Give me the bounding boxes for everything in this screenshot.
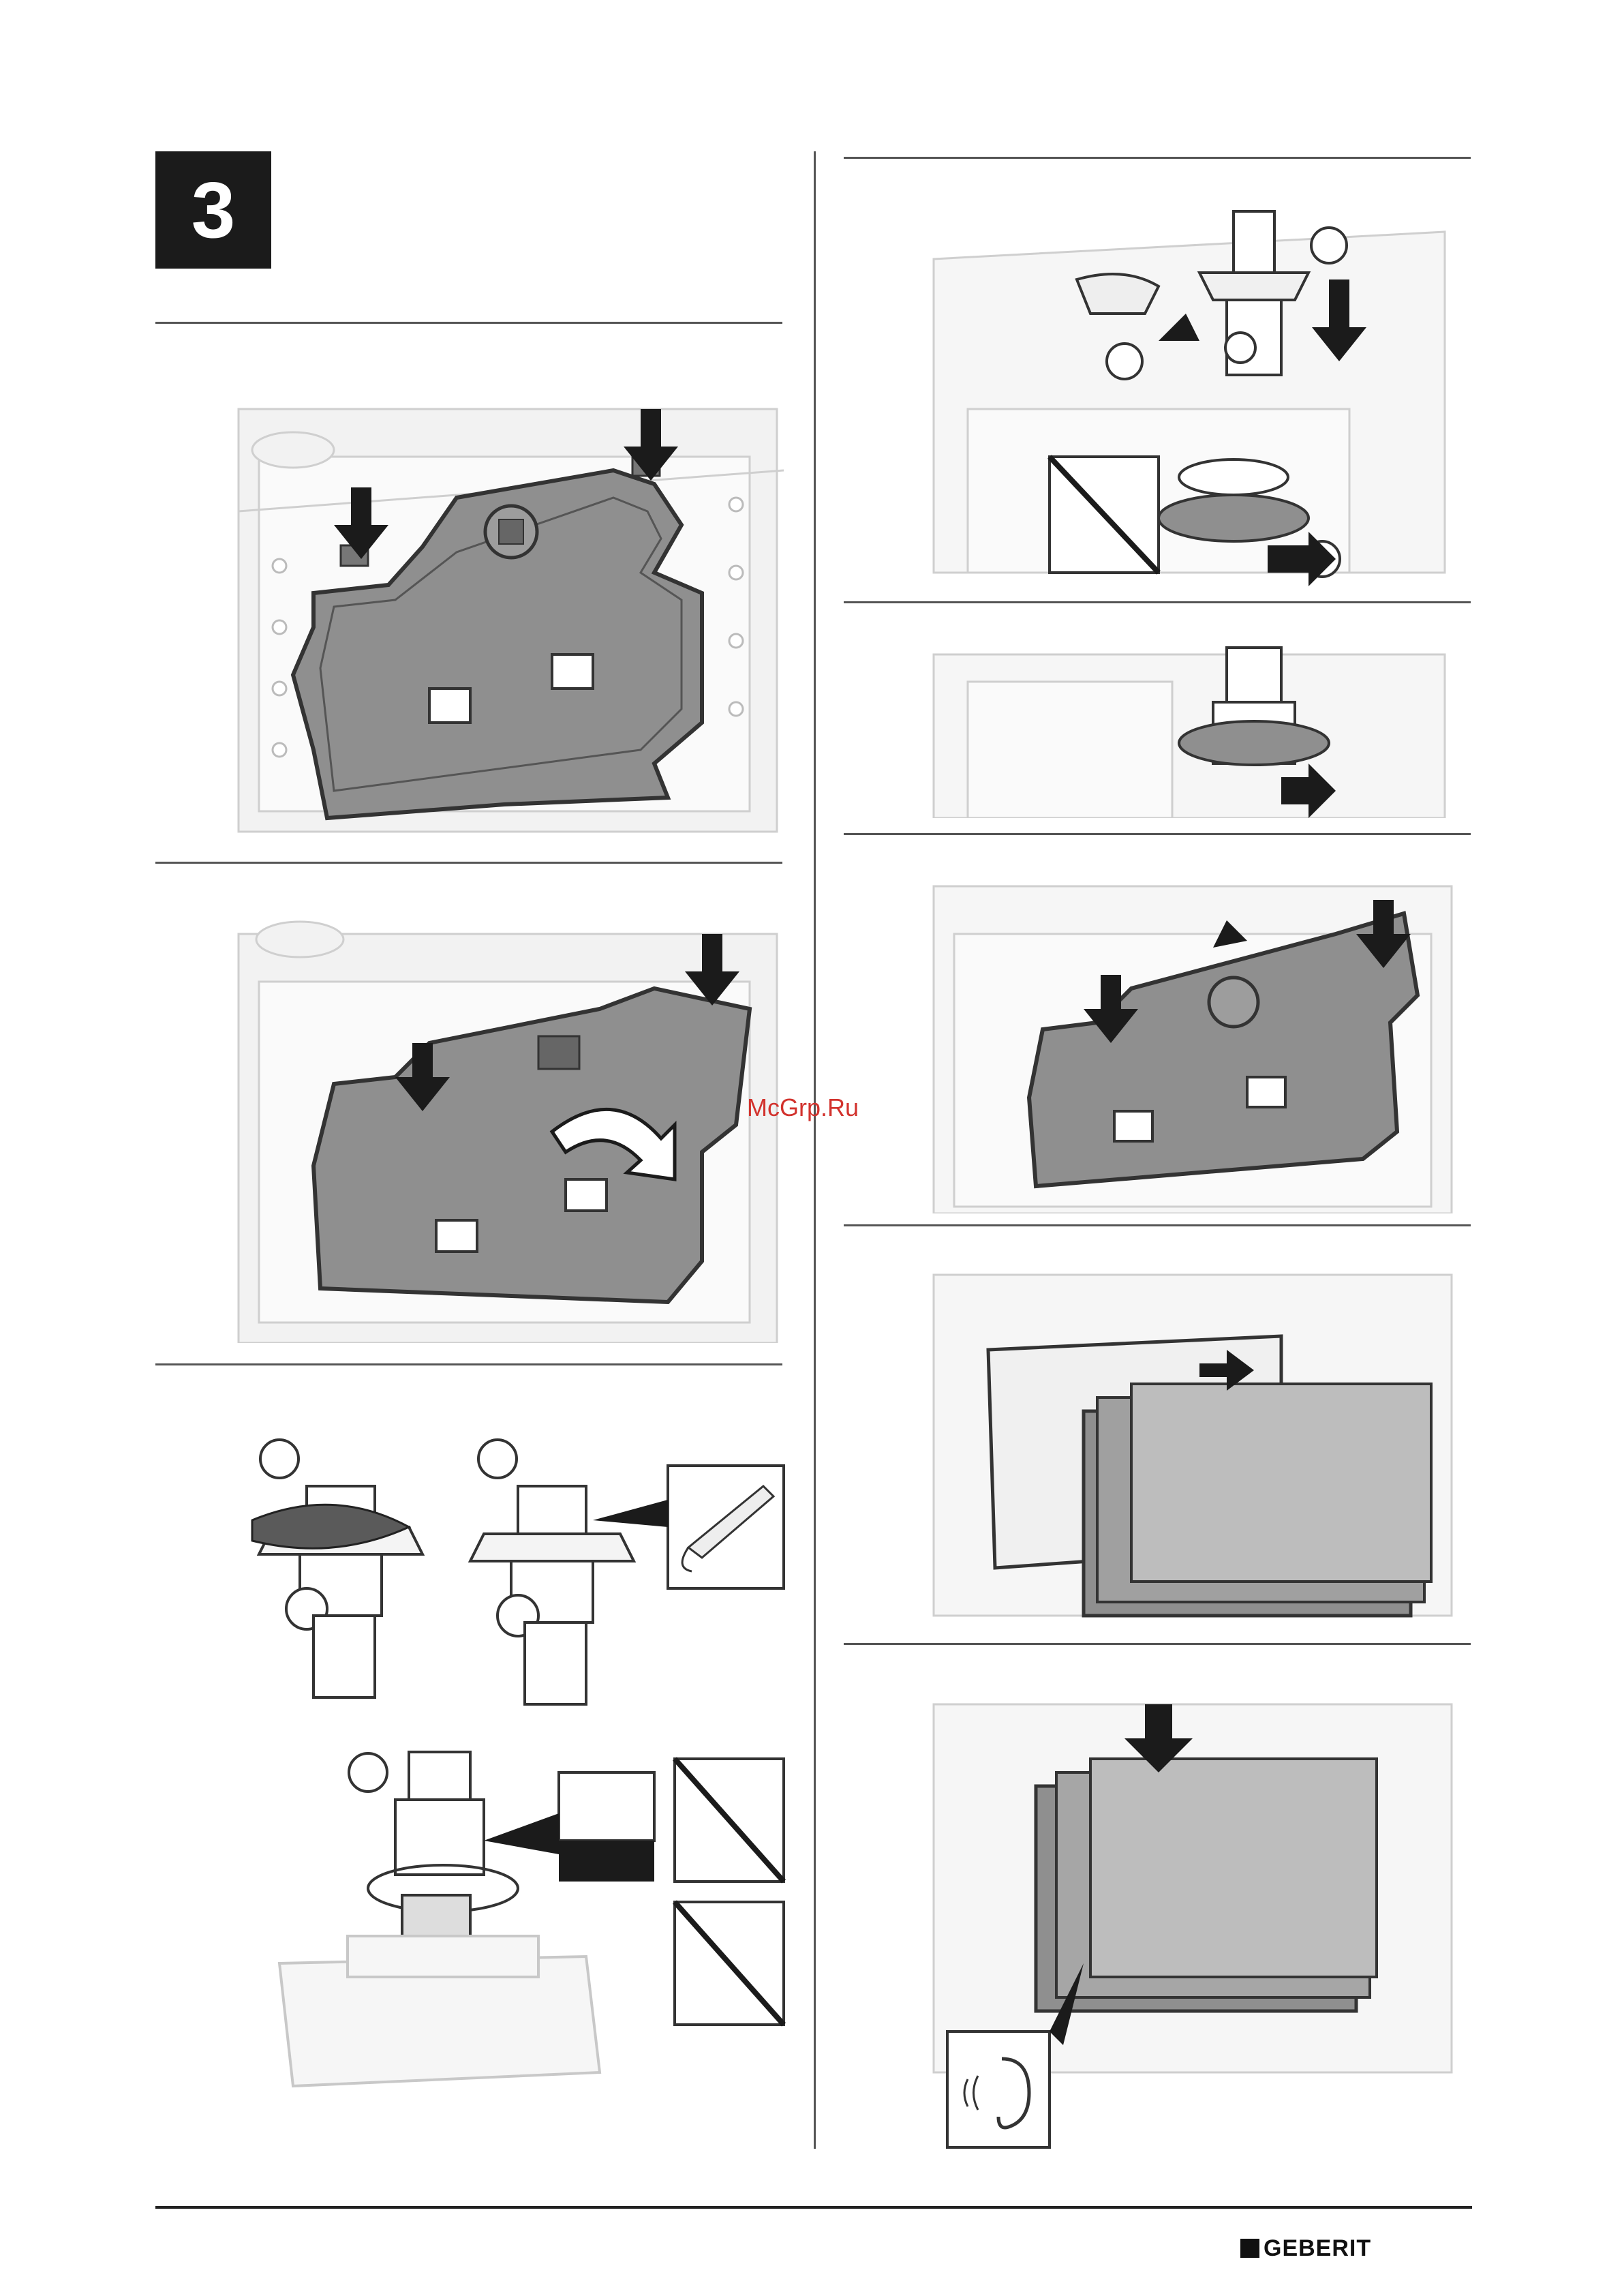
wrench-icon [559, 1772, 654, 1841]
sealing-paste-tube-icon [668, 1466, 784, 1588]
illustration-inlet-connection [927, 205, 1458, 586]
divider-left-1 [155, 322, 782, 324]
divider-right-0 [844, 157, 1471, 159]
illustration-valve-sealing [232, 1418, 791, 2113]
divider-right-2 [844, 833, 1471, 835]
illustration-protective-box-click [927, 1691, 1458, 2154]
divider-right-1 [844, 601, 1471, 603]
ear-listen-icon [947, 2031, 1050, 2147]
divider-right-3 [844, 1224, 1471, 1226]
watermark: McGrp.Ru [747, 1093, 859, 1122]
step-number: 3 [192, 164, 236, 256]
step-number-badge: 3 [155, 151, 271, 269]
column-divider [814, 151, 816, 2149]
illustration-cover-insert [232, 368, 791, 845]
footer-rule [155, 2206, 1472, 2209]
illustration-union-nut [927, 641, 1458, 818]
no-pipe-wrench-icon [675, 1759, 784, 1882]
no-adjustable-wrench-icon [675, 1902, 784, 2025]
divider-left-2 [155, 862, 782, 864]
divider-left-3 [155, 1363, 782, 1365]
illustration-cover-rotate [232, 907, 791, 1343]
illustration-protective-box-attach [927, 1261, 1458, 1629]
divider-right-4 [844, 1643, 1471, 1645]
illustration-cover-remove [927, 873, 1458, 1213]
brand-square-icon [1240, 2239, 1259, 2258]
brand-name: GEBERIT [1264, 2235, 1371, 2262]
brand-logo: GEBERIT [1240, 2231, 1371, 2266]
